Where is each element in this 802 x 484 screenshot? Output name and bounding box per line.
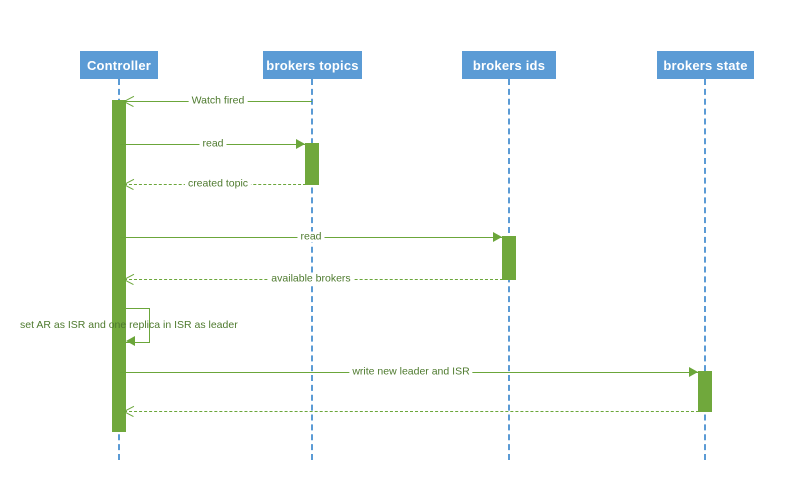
activation-bar-brokers-ids <box>502 236 516 280</box>
arrowhead-left-state-return <box>124 406 134 416</box>
self-call-label-set-ar-as-isr: set AR as ISR and one replica in ISR as … <box>20 319 238 331</box>
arrowhead-right-read-ids <box>493 232 502 242</box>
message-label-watch-fired: Watch fired <box>188 95 248 107</box>
participant-label-brokers-ids: brokers ids <box>472 57 546 73</box>
lifeline-brokers-state <box>704 79 706 460</box>
arrowhead-left-created-topic <box>124 179 134 189</box>
participant-label-brokers-topics: brokers topics <box>266 57 359 73</box>
arrowhead-left-watch-fired <box>124 96 134 106</box>
arrowhead-self-call-set-ar-as-isr <box>126 336 135 346</box>
arrowhead-left-available-brokers <box>124 274 134 284</box>
lifeline-brokers-topics <box>311 79 313 460</box>
participant-brokers-ids[interactable]: brokers ids <box>462 51 556 79</box>
participant-brokers-state[interactable]: brokers state <box>657 51 754 79</box>
message-label-write-new-leader-and-isr: write new leader and ISR <box>349 366 473 378</box>
self-call-loop-set-ar-as-isr <box>126 308 150 343</box>
arrowhead-right-read-topics <box>296 139 305 149</box>
message-label-read-topics: read <box>199 138 227 150</box>
message-label-created-topic: created topic <box>184 178 252 190</box>
participant-brokers-topics[interactable]: brokers topics <box>263 51 362 79</box>
activation-bar-controller <box>112 100 126 432</box>
participant-label-controller: Controller <box>86 57 152 73</box>
message-line-state-return <box>124 411 699 412</box>
participant-controller[interactable]: Controller <box>80 51 158 79</box>
arrowhead-right-write-new-leader-and-isr <box>689 367 698 377</box>
activation-bar-brokers-state <box>698 371 712 412</box>
participant-label-brokers-state: brokers state <box>663 57 748 73</box>
activation-bar-brokers-topics <box>305 143 319 185</box>
message-label-read-ids: read <box>297 231 325 243</box>
message-label-available-brokers: available brokers <box>268 273 354 285</box>
